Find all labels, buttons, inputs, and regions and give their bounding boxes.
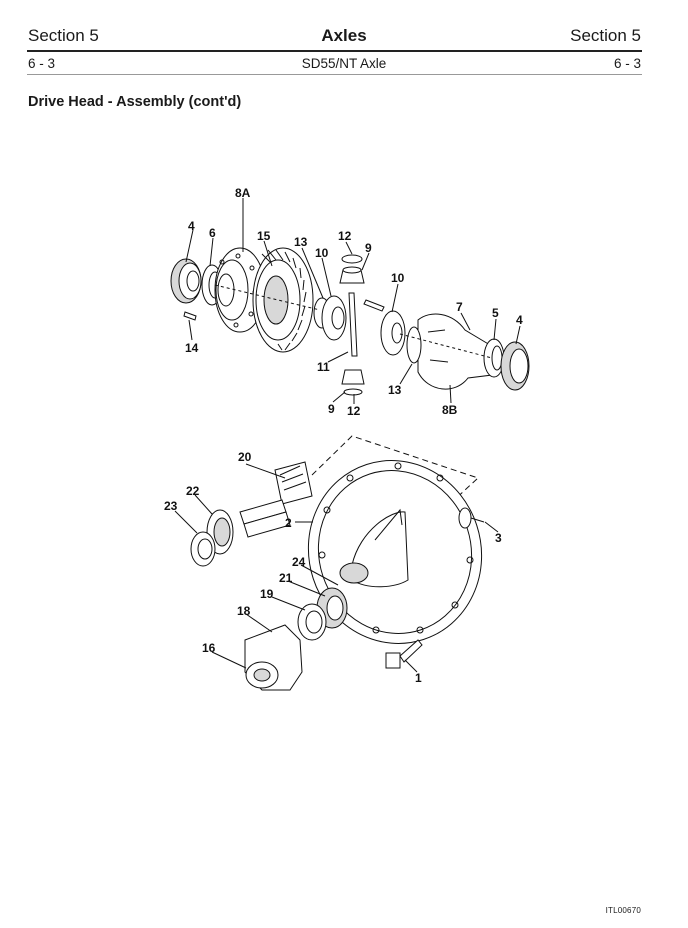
figure-reference: ITL00670 bbox=[605, 906, 641, 915]
bearing-right bbox=[500, 341, 530, 391]
callout-19: 19 bbox=[260, 587, 274, 601]
callout-labels: 8A 4 6 15 13 12 9 10 10 7 5 4 14 11 13 9… bbox=[164, 186, 523, 685]
cross-shaft bbox=[348, 292, 358, 357]
callout-14: 14 bbox=[185, 341, 199, 355]
page-number-right: 6 - 3 bbox=[613, 56, 641, 71]
page-title: Axles bbox=[321, 26, 367, 45]
pinion-seal bbox=[297, 603, 327, 641]
side-gear-left bbox=[313, 295, 347, 341]
housing-bolt bbox=[385, 639, 423, 669]
subheader-rule bbox=[27, 74, 642, 75]
diff-case-half-b bbox=[406, 313, 493, 390]
callout-20: 20 bbox=[238, 450, 252, 464]
callout-13-bottom: 13 bbox=[388, 383, 402, 397]
lock-pin bbox=[363, 299, 385, 312]
bolt-14 bbox=[183, 311, 197, 321]
pinion-gear-bottom bbox=[341, 369, 365, 396]
axle-housing-assembly bbox=[190, 435, 485, 691]
differential-assembly bbox=[170, 247, 530, 396]
oil-seal bbox=[190, 531, 216, 567]
side-gear-right bbox=[380, 310, 406, 356]
pinion-gear-top bbox=[339, 254, 365, 284]
crown-wheel bbox=[252, 247, 314, 353]
callout-12-bottom: 12 bbox=[347, 404, 361, 418]
callout-7: 7 bbox=[456, 300, 463, 314]
callout-18: 18 bbox=[237, 604, 251, 618]
bearing-cup-right bbox=[483, 338, 505, 378]
callout-10-left: 10 bbox=[315, 246, 329, 260]
callout-12-top: 12 bbox=[338, 229, 352, 243]
page-subtitle: SD55/NT Axle bbox=[301, 56, 387, 71]
breather bbox=[458, 507, 485, 529]
leader-lines bbox=[174, 198, 521, 673]
callout-24: 24 bbox=[292, 555, 306, 569]
section-label-left: Section 5 bbox=[28, 26, 99, 45]
callout-9-bottom: 9 bbox=[328, 402, 335, 416]
callout-4-left: 4 bbox=[188, 219, 195, 233]
section-heading: Drive Head - Assembly (cont'd) bbox=[28, 94, 242, 110]
page-number-left: 6 - 3 bbox=[28, 56, 56, 71]
diff-case-half-a bbox=[214, 247, 266, 333]
callout-22: 22 bbox=[186, 484, 200, 498]
callout-9-top: 9 bbox=[365, 241, 372, 255]
callout-15: 15 bbox=[257, 229, 271, 243]
callout-3: 3 bbox=[495, 531, 502, 545]
callout-10-right: 10 bbox=[391, 271, 405, 285]
callout-8b: 8B bbox=[442, 403, 458, 417]
callout-11: 11 bbox=[317, 360, 330, 374]
axle-housing bbox=[307, 460, 483, 644]
callout-5: 5 bbox=[492, 306, 499, 320]
drive-pinion bbox=[239, 461, 313, 538]
callout-23: 23 bbox=[164, 499, 178, 513]
callout-1: 1 bbox=[415, 671, 422, 685]
callout-13-top: 13 bbox=[294, 235, 308, 249]
callout-2: 2 bbox=[285, 516, 292, 530]
callout-8a: 8A bbox=[235, 186, 251, 200]
callout-16: 16 bbox=[202, 641, 216, 655]
bearing-left bbox=[170, 258, 202, 304]
section-label-right: Section 5 bbox=[570, 26, 641, 45]
header-rule bbox=[27, 50, 642, 52]
callout-4-right: 4 bbox=[516, 313, 523, 327]
callout-6: 6 bbox=[209, 226, 216, 240]
drive-flange-yoke bbox=[244, 624, 303, 691]
callout-21: 21 bbox=[279, 571, 293, 585]
